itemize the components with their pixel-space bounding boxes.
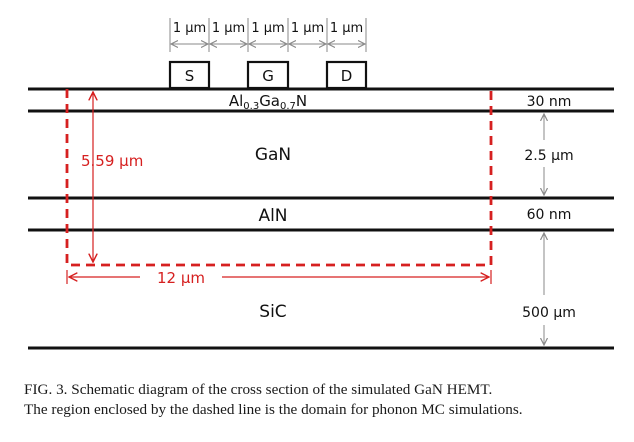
pitch-label: 1 µm (251, 21, 284, 36)
caption-line-1: FIG. 3. Schematic diagram of the cross s… (24, 381, 493, 398)
simulation-domain-boundary (65, 89, 493, 267)
gan-thickness-label: 2.5 µm (524, 148, 573, 164)
pitch-dimension (169, 18, 367, 52)
algan-thickness-label: 30 nm (527, 94, 572, 110)
aln-layer-label: AlN (258, 206, 287, 226)
contacts: S G D (168, 60, 368, 90)
figure-caption: FIG. 3. Schematic diagram of the cross s… (24, 380, 624, 420)
gan-layer-label: GaN (255, 145, 291, 165)
domain-height-label: 5.59 µm (81, 152, 143, 170)
drain-contact (325, 60, 368, 90)
source-contact (168, 60, 211, 90)
pitch-label: 1 µm (330, 21, 363, 36)
gate-label: G (262, 67, 274, 85)
aln-thickness-label: 60 nm (527, 207, 572, 223)
drain-label: D (341, 67, 353, 85)
sic-layer-label: SiC (259, 302, 286, 322)
pitch-label: 1 µm (291, 21, 324, 36)
caption-line-2: The region enclosed by the dashed line i… (24, 401, 523, 418)
pitch-label: 1 µm (212, 21, 245, 36)
source-label: S (185, 67, 195, 85)
layer-interfaces (28, 87, 614, 350)
pitch-labels: 1 µm 1 µm 1 µm 1 µm 1 µm (173, 21, 363, 36)
pitch-label: 1 µm (173, 21, 206, 36)
domain-width-label: 12 µm (157, 269, 205, 287)
algan-layer-label: Al0.3Ga0.7N (229, 92, 307, 112)
sic-thickness-label: 500 µm (522, 305, 576, 321)
gate-contact (246, 60, 290, 90)
